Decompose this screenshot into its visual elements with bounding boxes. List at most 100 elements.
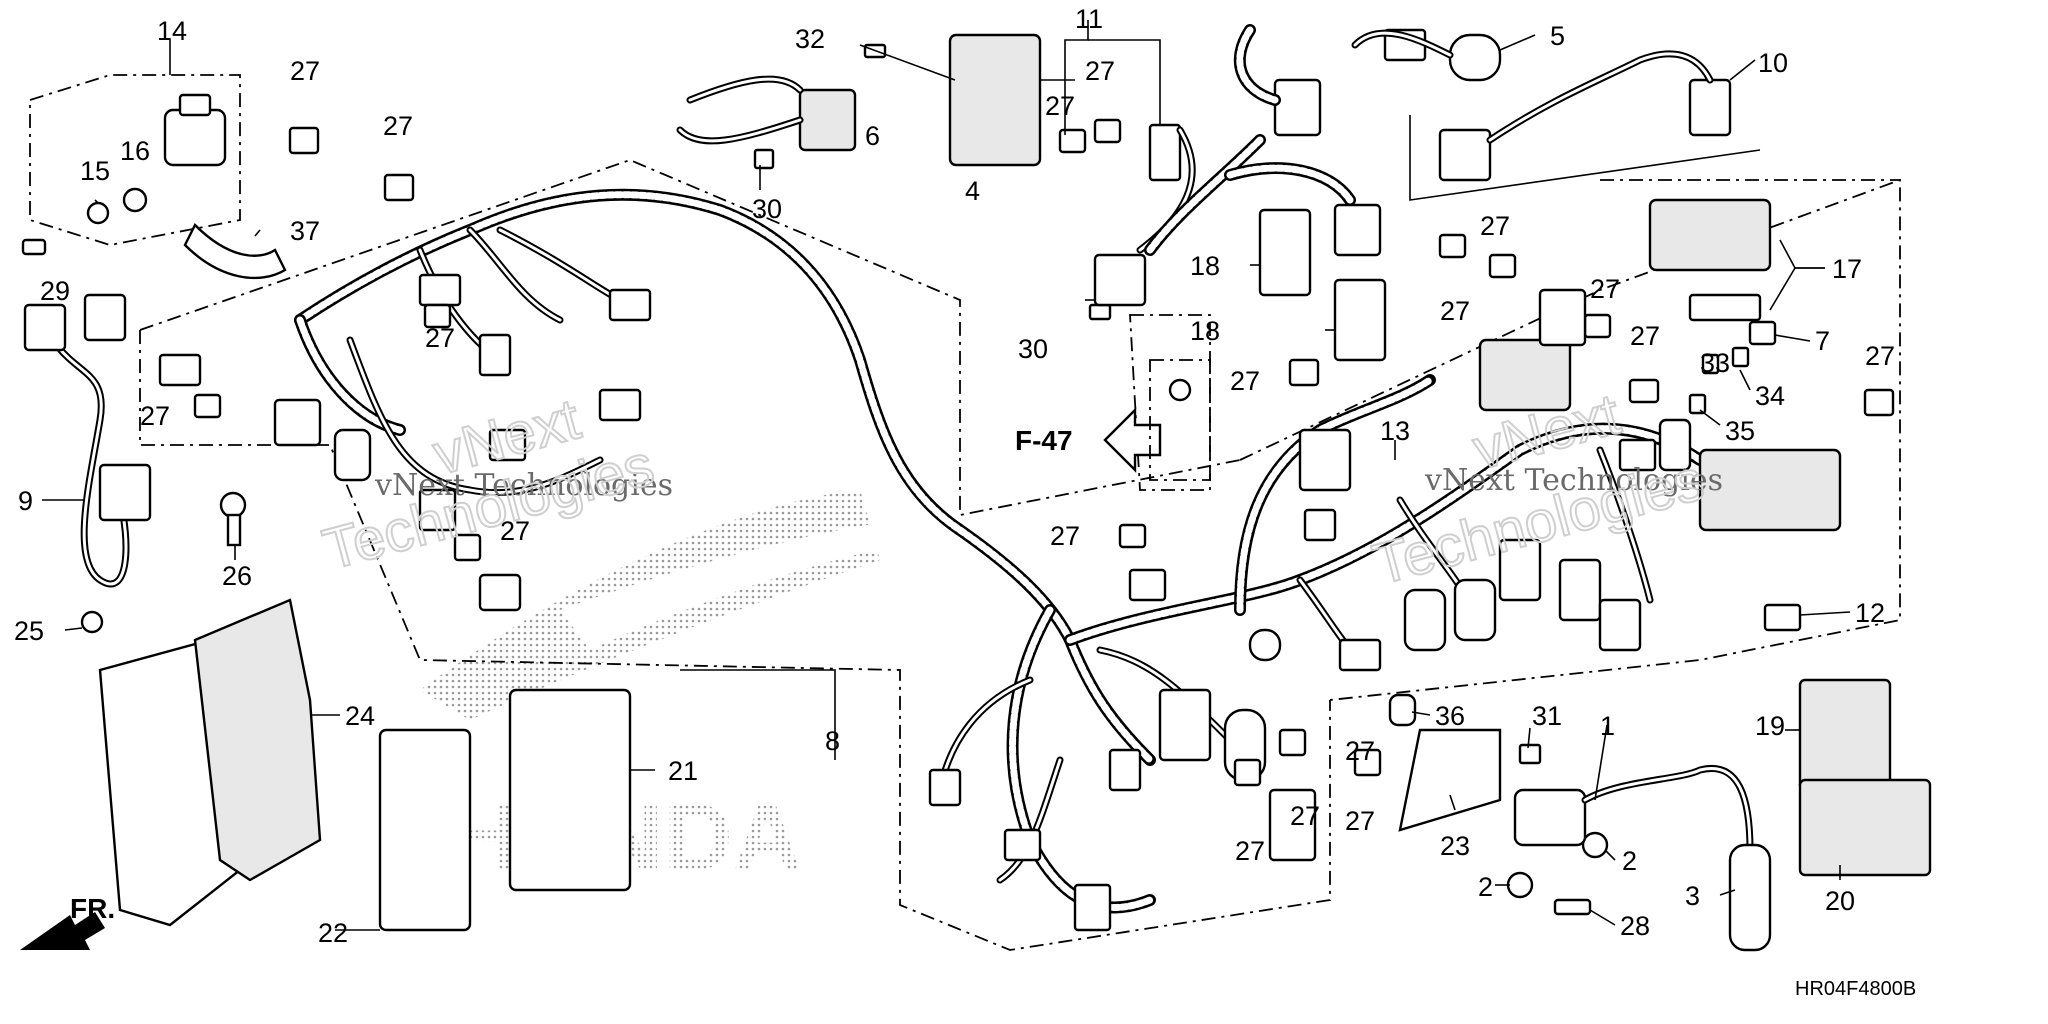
connector [1303, 508, 1337, 542]
callout-36: 36 [1435, 701, 1465, 731]
callout-15: 15 [80, 156, 110, 186]
callout-17: 17 [1832, 254, 1862, 284]
watermark-text: vNext Technologies [1424, 463, 1723, 498]
plug-cap-3 [1728, 843, 1772, 952]
fuse-box-cover-17 [1688, 293, 1762, 322]
clip-26-pin [226, 513, 242, 547]
clip-27 [1488, 253, 1517, 279]
callout-27: 27 [1235, 836, 1265, 866]
unit-6 [798, 88, 857, 152]
connector [488, 428, 527, 462]
callout-26: 26 [222, 561, 252, 591]
connector [1658, 418, 1692, 472]
ecu-20 [1798, 778, 1932, 877]
callout-29: 29 [40, 276, 70, 306]
callout-21: 21 [668, 756, 698, 786]
ecu-19 [1798, 678, 1892, 792]
callout-27: 27 [1865, 341, 1895, 371]
reference-arrow [1103, 407, 1162, 473]
connector [478, 333, 512, 377]
watermark-text: vNext Technologies [374, 468, 673, 503]
clip-27 [1583, 313, 1612, 339]
connector [1558, 558, 1602, 622]
resistor-5 [1448, 33, 1502, 82]
callout-27: 27 [140, 401, 170, 431]
ground-terminal [1248, 628, 1282, 662]
clip-27 [1628, 378, 1660, 404]
part-35 [1688, 393, 1707, 415]
callout-14: 14 [157, 16, 187, 46]
ignition-coil-1 [1513, 788, 1587, 847]
callout-34: 34 [1755, 381, 1785, 411]
callout-27: 27 [1440, 296, 1470, 326]
background-logo: HONDA [420, 490, 900, 891]
lower-left-components [98, 598, 1932, 932]
callout-12: 12 [1855, 598, 1885, 628]
connector [1273, 78, 1322, 137]
callout-13: 13 [1380, 416, 1410, 446]
leader-lines [42, 20, 1851, 931]
part-12 [1763, 603, 1802, 632]
callout-20: 20 [1825, 886, 1855, 916]
callout-27: 27 [1085, 56, 1115, 86]
callout-32: 32 [795, 24, 825, 54]
callout-27: 27 [290, 56, 320, 86]
upper-components [676, 24, 1772, 362]
connector-block [1478, 338, 1572, 412]
connector [418, 273, 462, 307]
part-36 [1388, 693, 1417, 727]
clip-27 [1093, 118, 1122, 144]
callout-numbers: 14 27 27 15 16 37 29 27 27 9 27 26 25 24… [14, 4, 1895, 948]
callout-28: 28 [1620, 911, 1650, 941]
callout-3: 3 [1685, 881, 1700, 911]
callout-27: 27 [1290, 801, 1320, 831]
connector [1618, 438, 1657, 472]
clip-27 [1233, 758, 1262, 787]
callout-27: 27 [1630, 321, 1660, 351]
clip-27 [1863, 388, 1895, 417]
front-indicator: FR. [20, 893, 115, 950]
connector-10 [1688, 78, 1732, 137]
bolt-30 [1088, 303, 1112, 321]
callout-25: 25 [14, 616, 44, 646]
callout-27: 27 [1590, 274, 1620, 304]
callout-30: 30 [1018, 334, 1048, 364]
ecm-22 [378, 728, 472, 932]
front-label: FR. [70, 893, 115, 924]
connector [928, 768, 962, 807]
connector [1268, 788, 1317, 862]
callout-27: 27 [425, 323, 455, 353]
callout-4: 4 [965, 176, 980, 206]
part-7 [1748, 320, 1777, 346]
harness-connectors [158, 273, 1842, 932]
connector [418, 488, 457, 532]
connector-11 [1148, 123, 1182, 182]
callout-27: 27 [500, 516, 530, 546]
part-14-assembly [86, 93, 227, 225]
callout-23: 23 [1440, 831, 1470, 861]
connector [1073, 883, 1112, 932]
bolt-30 [753, 148, 775, 170]
small-parts [21, 43, 1895, 916]
callout-10: 10 [1758, 48, 1788, 78]
callout-27: 27 [1050, 521, 1080, 551]
callout-22: 22 [318, 918, 348, 948]
clip-26 [219, 491, 247, 519]
clip-27 [193, 393, 222, 419]
connector [273, 398, 322, 447]
callout-18: 18 [1190, 316, 1220, 346]
regulator-4 [948, 33, 1042, 167]
callout-27: 27 [1345, 806, 1375, 836]
callout-27: 27 [1230, 366, 1260, 396]
callout-35: 35 [1725, 416, 1755, 446]
callout-33: 33 [1700, 348, 1730, 378]
connector [1108, 748, 1142, 792]
clip-27 [383, 173, 415, 202]
callout-27: 27 [383, 111, 413, 141]
connector [1158, 688, 1212, 762]
bolt-25 [80, 610, 104, 634]
connector [478, 573, 522, 612]
callout-16: 16 [120, 136, 150, 166]
clip-27 [1058, 128, 1087, 154]
